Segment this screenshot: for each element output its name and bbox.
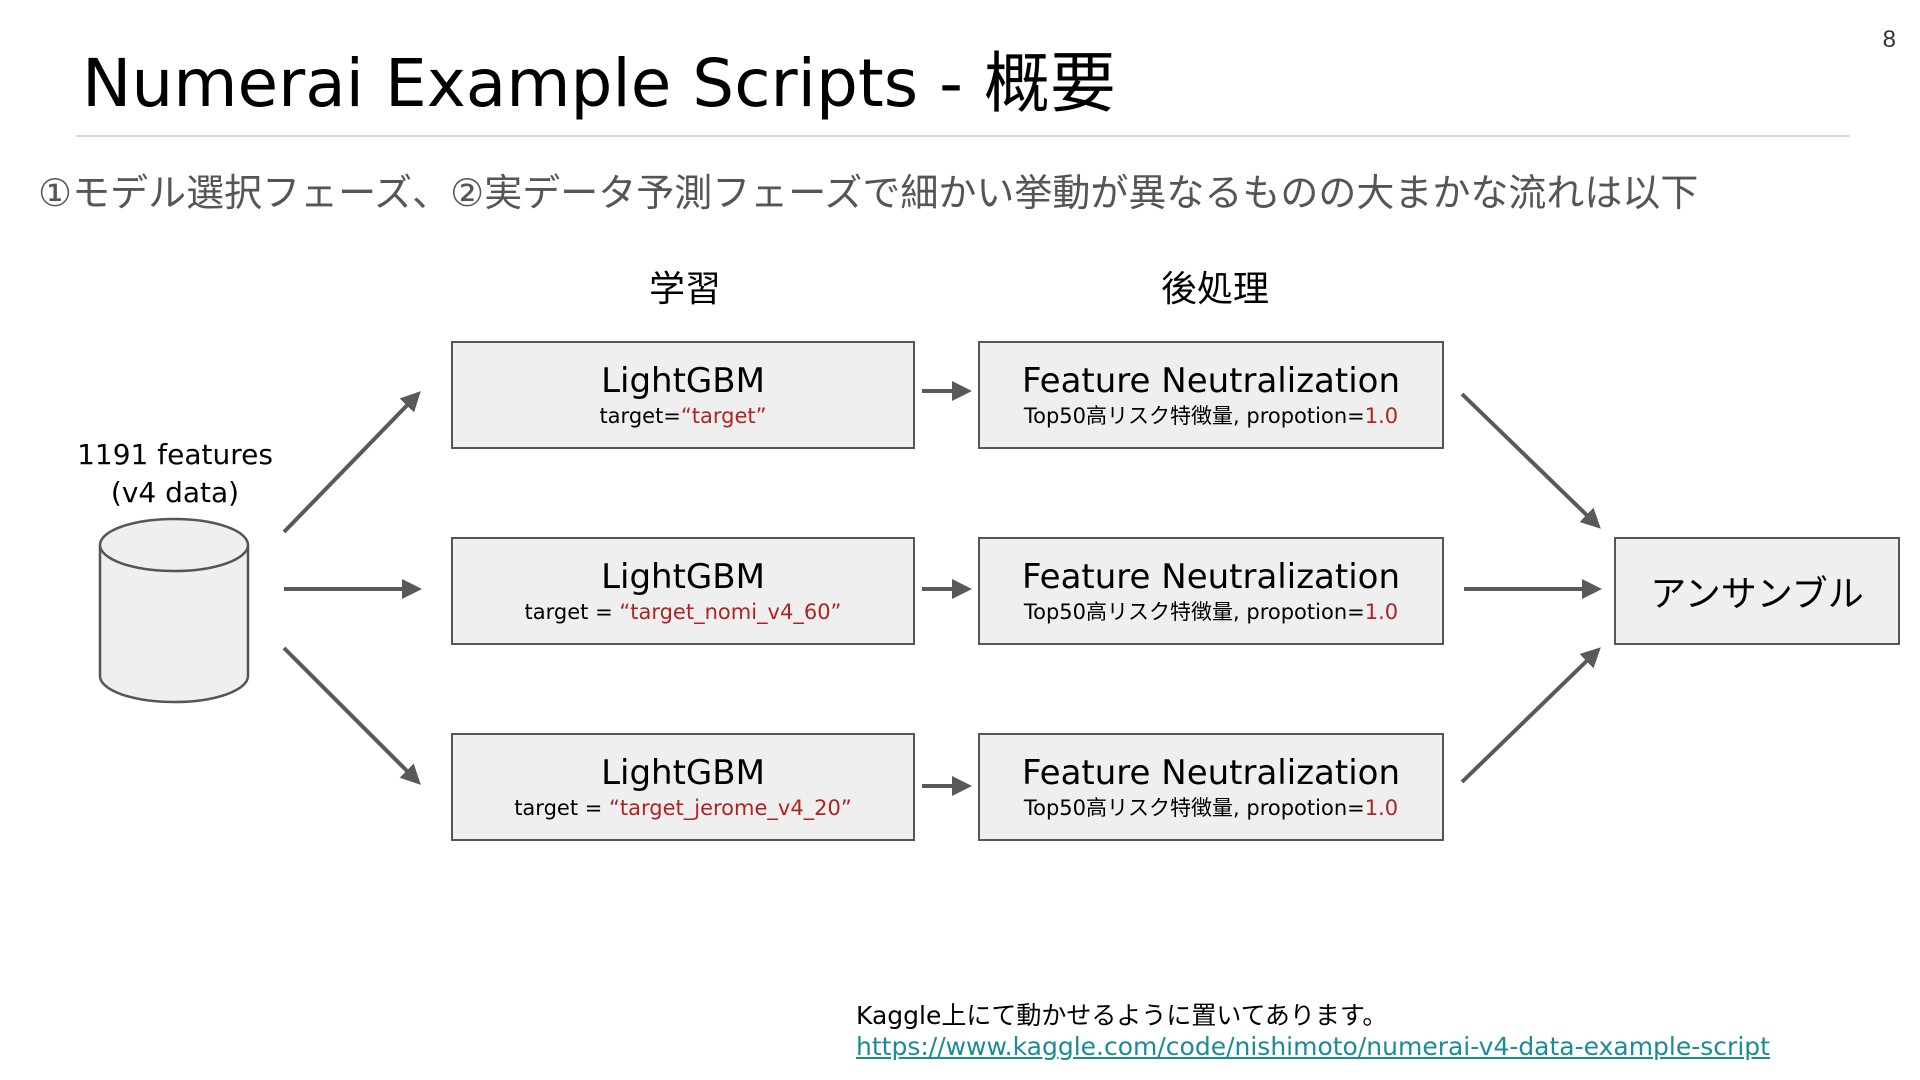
neutralization-proportion: 1.0 bbox=[1364, 404, 1399, 428]
neutralization-params-prefix: Top50高リスク特徴量, propotion= bbox=[1023, 796, 1365, 820]
neutralization-params-prefix: Top50高リスク特徴量, propotion= bbox=[1023, 404, 1365, 428]
neutralization-title: Feature Neutralization bbox=[1021, 557, 1401, 597]
model-box-2: LightGBM target = “target_nomi_v4_60” bbox=[451, 537, 915, 645]
ensemble-label: アンサンブル bbox=[1650, 574, 1864, 615]
slide-title: Numerai Example Scripts - 概要 bbox=[82, 45, 1116, 122]
arrow-fn-3-to-ensemble bbox=[1460, 647, 1601, 784]
neutralization-box-3: Feature Neutralization Top50高リスク特徴量, pro… bbox=[978, 733, 1444, 841]
model-target: target=“target” bbox=[599, 402, 766, 430]
page-number: 8 bbox=[1882, 26, 1896, 53]
model-target: target = “target_jerome_v4_20” bbox=[514, 794, 852, 822]
neutralization-box-1: Feature Neutralization Top50高リスク特徴量, pro… bbox=[978, 341, 1444, 449]
neutralization-box-2: Feature Neutralization Top50高リスク特徴量, pro… bbox=[978, 537, 1444, 645]
data-source-label: 1191 features (v4 data) bbox=[60, 436, 290, 512]
database-icon bbox=[98, 517, 250, 704]
model-box-1: LightGBM target=“target” bbox=[451, 341, 915, 449]
data-source-line-1: 1191 features bbox=[77, 438, 273, 471]
arrow-fn-1-to-ensemble bbox=[1460, 392, 1601, 529]
neutralization-title: Feature Neutralization bbox=[1021, 753, 1401, 793]
neutralization-proportion: 1.0 bbox=[1364, 600, 1399, 624]
neutralization-params: Top50高リスク特徴量, propotion=1.0 bbox=[1024, 598, 1398, 626]
arrow-db-to-model-3 bbox=[282, 646, 421, 785]
model-target-prefix: target = bbox=[514, 796, 610, 820]
model-target-value: “target” bbox=[680, 404, 767, 428]
arrow-db-to-model-1 bbox=[282, 391, 421, 534]
model-target-prefix: target = bbox=[524, 600, 620, 624]
header-postprocess: 後処理 bbox=[1160, 269, 1269, 310]
neutralization-proportion: 1.0 bbox=[1364, 796, 1399, 820]
model-target-value: “target_jerome_v4_20” bbox=[609, 796, 852, 820]
model-title: LightGBM bbox=[601, 753, 765, 793]
data-source-line-2: (v4 data) bbox=[110, 476, 240, 509]
neutralization-params-prefix: Top50高リスク特徴量, propotion= bbox=[1023, 600, 1365, 624]
model-target: target = “target_nomi_v4_60” bbox=[525, 598, 842, 626]
model-box-3: LightGBM target = “target_jerome_v4_20” bbox=[451, 733, 915, 841]
model-target-value: “target_nomi_v4_60” bbox=[619, 600, 842, 624]
neutralization-params: Top50高リスク特徴量, propotion=1.0 bbox=[1024, 794, 1398, 822]
neutralization-title: Feature Neutralization bbox=[1021, 361, 1401, 401]
neutralization-params: Top50高リスク特徴量, propotion=1.0 bbox=[1024, 402, 1398, 430]
model-target-prefix: target= bbox=[599, 404, 681, 428]
slide-subtitle: ①モデル選択フェーズ、②実データ予測フェーズで細かい挙動が異なるものの大まかな流… bbox=[38, 171, 1699, 215]
model-title: LightGBM bbox=[601, 557, 765, 597]
kaggle-link[interactable]: https://www.kaggle.com/code/nishimoto/nu… bbox=[856, 1032, 1770, 1061]
footer-note: Kaggle上にて動かせるように置いてあります。 bbox=[856, 1001, 1388, 1030]
ensemble-box: アンサンブル bbox=[1614, 537, 1900, 645]
model-title: LightGBM bbox=[601, 361, 765, 401]
header-training: 学習 bbox=[648, 269, 721, 310]
title-divider bbox=[76, 135, 1850, 137]
